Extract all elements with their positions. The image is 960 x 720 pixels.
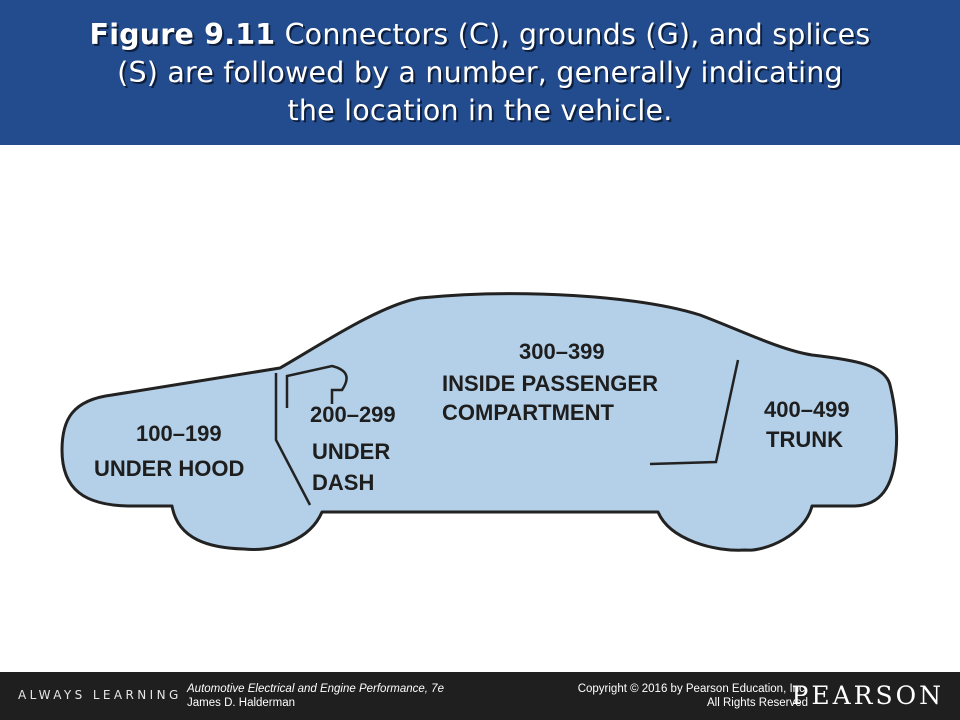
slide-title: Figure 9.11 Connectors (C), grounds (G),… [20,16,940,130]
zone-dash-range: 200–299 [310,402,396,427]
figure-label: Figure 9.11 [89,18,276,51]
zone-hood-label: UNDER HOOD [94,456,244,481]
zone-dash-label-2: DASH [312,470,374,495]
title-bar: Figure 9.11 Connectors (C), grounds (G),… [0,0,960,145]
book-title: Automotive Electrical and Engine Perform… [187,683,444,695]
zone-trunk-range: 400–499 [764,397,850,422]
zone-trunk-label: TRUNK [766,427,843,452]
caption-line-3: the location in the vehicle. [287,94,673,127]
zone-passenger-range: 300–399 [519,339,605,364]
copyright-line-2: All Rights Reserved [707,697,808,709]
zone-passenger-label-1: INSIDE PASSENGER [442,371,658,396]
dash-outline [285,364,348,408]
zone-passenger-label-2: COMPARTMENT [442,400,614,425]
copyright-line-1: Copyright © 2016 by Pearson Education, I… [577,683,808,695]
car-body [60,292,899,552]
trunk-divider [649,359,740,466]
pearson-logo: PEARSON [791,681,944,710]
footer-bar: ALWAYS LEARNING Automotive Electrical an… [0,672,960,720]
footer-tagline: ALWAYS LEARNING [18,688,182,702]
zone-hood-range: 100–199 [136,421,222,446]
caption-line-2: (S) are followed by a number, generally … [117,56,843,89]
caption-line-1: Connectors (C), grounds (G), and splices [284,18,871,51]
vehicle-diagram: 100–199 UNDER HOOD 200–299 UNDER DASH 30… [60,292,899,552]
firewall-line [274,373,312,506]
zone-dash-label-1: UNDER [312,439,390,464]
copyright-notice: Copyright © 2016 by Pearson Education, I… [578,682,808,710]
book-info: Automotive Electrical and Engine Perform… [187,682,444,710]
book-author: James D. Halderman [187,697,296,709]
